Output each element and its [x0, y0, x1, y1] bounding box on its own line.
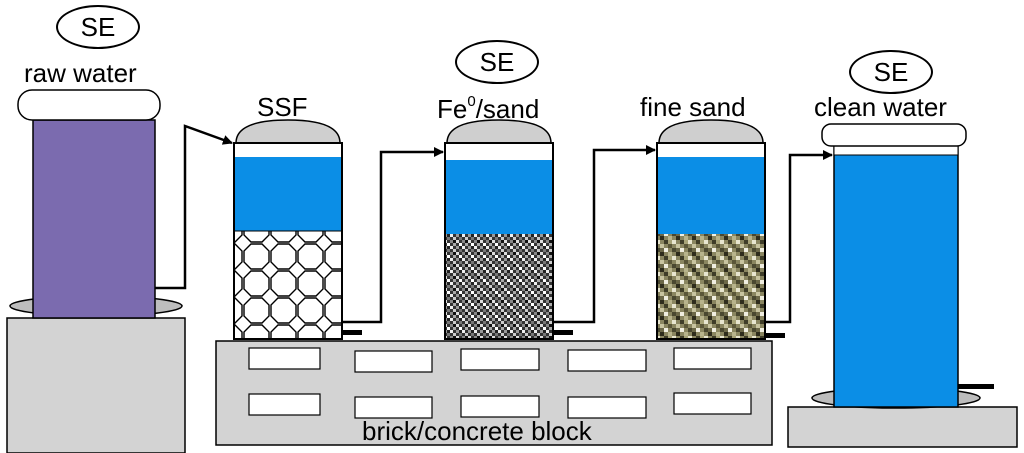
raw-water-stand	[6, 295, 186, 453]
fine-sand-column	[656, 119, 785, 340]
pipe-sand-to-clean	[765, 150, 833, 324]
ssf-column	[233, 119, 362, 340]
fe-sand-column	[444, 119, 573, 340]
raw-water-tank	[17, 89, 161, 319]
brick-concrete-block	[215, 340, 773, 446]
pipe-raw-to-ssf	[155, 124, 233, 290]
pipe-fe-to-sand	[553, 145, 656, 324]
flow-pipes	[155, 124, 833, 324]
pipe-ssf-to-fe	[342, 147, 444, 324]
clean-water-tank	[821, 123, 994, 408]
